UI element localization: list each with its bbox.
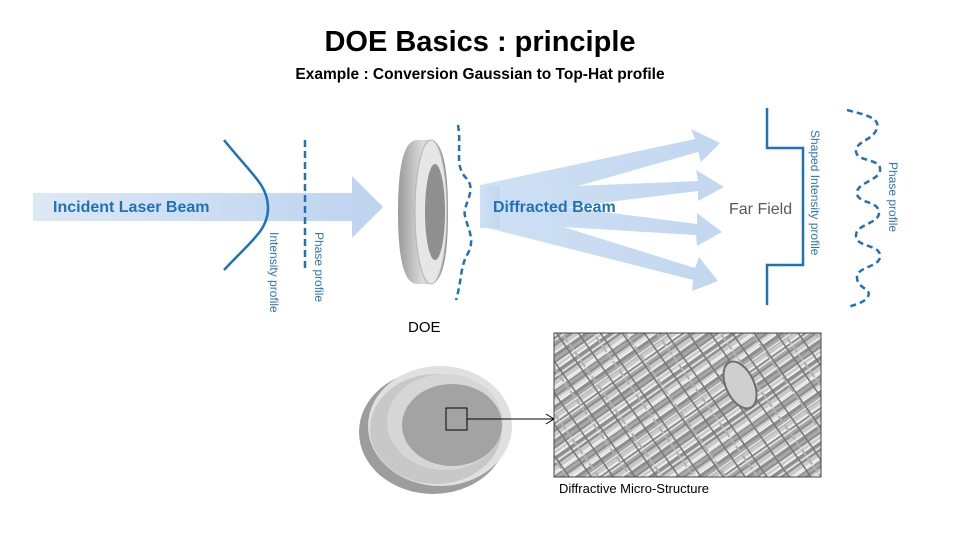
doe-side-view bbox=[398, 139, 448, 285]
shaped-intensity-profile-label: Shaped Intensity profile bbox=[808, 130, 822, 256]
input-phase-profile-label: Phase profile bbox=[312, 232, 326, 302]
diffracted-beam-arrows bbox=[480, 129, 724, 291]
top-hat-intensity-curve bbox=[765, 108, 805, 305]
incident-beam-arrow bbox=[33, 176, 383, 238]
page-subtitle: Example : Conversion Gaussian to Top-Hat… bbox=[295, 66, 665, 83]
output-phase-curve bbox=[846, 108, 882, 309]
doe-3d-view bbox=[359, 366, 512, 494]
diffracted-beam-label: Diffracted Beam bbox=[493, 199, 616, 216]
gaussian-intensity-curve bbox=[223, 139, 270, 271]
micro-structure-image bbox=[553, 332, 822, 478]
doe-label: DOE bbox=[408, 319, 441, 336]
far-field-label: Far Field bbox=[729, 201, 792, 218]
incident-beam-label: Incident Laser Beam bbox=[53, 199, 210, 216]
page-title: DOE Basics : principle bbox=[324, 26, 636, 58]
intensity-profile-label: Intensity profile bbox=[267, 232, 281, 313]
doe-phase-curve bbox=[454, 124, 473, 301]
micro-structure-caption: Diffractive Micro-Structure bbox=[559, 481, 709, 496]
output-phase-profile-label: Phase profile bbox=[886, 162, 900, 232]
